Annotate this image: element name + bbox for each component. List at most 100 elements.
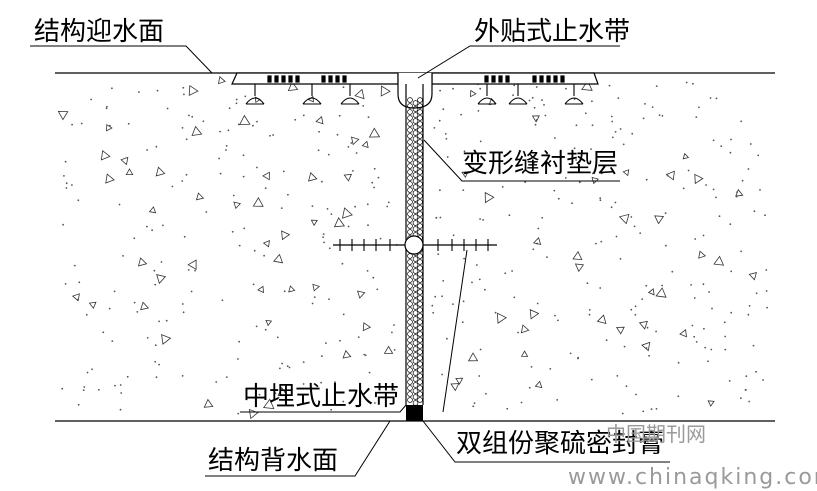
filler-circle xyxy=(417,193,423,199)
embedded-waterstop xyxy=(333,235,497,255)
filler-circle xyxy=(407,187,413,193)
aggregate-triangle xyxy=(572,250,583,261)
filler-circle xyxy=(412,280,419,286)
waterstop-tooth xyxy=(267,75,272,83)
filler-circle xyxy=(407,271,413,277)
leader-joint-filler xyxy=(423,139,620,182)
filler-circle xyxy=(417,115,423,121)
filler-circle xyxy=(407,115,413,121)
leader-face-top xyxy=(30,45,213,74)
aggregate-triangle xyxy=(273,253,284,264)
leader-sealant xyxy=(422,420,670,463)
aggregate-triangle xyxy=(308,172,318,182)
filler-circle xyxy=(412,202,419,208)
filler-circle xyxy=(407,289,413,295)
filler-circle xyxy=(407,217,413,223)
filler-circle xyxy=(417,397,423,403)
filler-circle xyxy=(412,298,419,304)
concrete-aggregate-texture xyxy=(57,76,768,420)
filler-circle xyxy=(417,277,423,283)
aggregate-triangle xyxy=(277,386,288,396)
aggregate-triangle xyxy=(470,89,477,98)
filler-circle xyxy=(407,199,413,205)
aggregate-triangle xyxy=(140,301,150,311)
filler-circle xyxy=(407,163,413,169)
waterstop-anchor-rib xyxy=(564,84,584,105)
aggregate-triangle xyxy=(312,283,320,292)
filler-circle xyxy=(417,367,423,373)
waterstop-tooth xyxy=(491,75,496,83)
filler-circle xyxy=(417,313,423,319)
filler-circle xyxy=(407,103,413,109)
aggregate-triangle xyxy=(529,309,540,320)
aggregate-triangle xyxy=(655,287,667,298)
filler-circle xyxy=(407,193,413,199)
filler-circle xyxy=(417,97,423,103)
waterstop-tooth xyxy=(539,75,544,83)
filler-circle xyxy=(407,169,413,175)
filler-circle xyxy=(407,229,413,235)
aggregate-triangle xyxy=(350,136,360,146)
filler-circle xyxy=(417,133,423,139)
filler-circle xyxy=(407,331,413,337)
aggregate-triangle xyxy=(100,149,111,161)
filler-circle xyxy=(412,286,419,292)
aggregate-triangle xyxy=(496,312,507,324)
filler-circle xyxy=(412,388,419,394)
filler-circle xyxy=(417,379,423,385)
concrete-slab xyxy=(55,72,775,422)
waterstop-tooth xyxy=(342,75,347,83)
leader-lines xyxy=(30,45,670,477)
filler-circle xyxy=(412,382,419,388)
aggregate-triangle xyxy=(125,168,134,176)
filler-circle xyxy=(417,331,423,337)
aggregate-triangle xyxy=(574,263,585,273)
filler-circle xyxy=(407,349,413,355)
aggregate-triangle xyxy=(57,110,69,121)
aggregate-triangle xyxy=(148,206,157,214)
filler-circle xyxy=(407,295,413,301)
filler-circle xyxy=(417,151,423,157)
filler-circle xyxy=(407,337,413,343)
aggregate-triangle xyxy=(654,215,665,225)
filler-circle xyxy=(417,283,423,289)
filler-circle xyxy=(412,334,419,340)
filler-circle xyxy=(417,319,423,325)
filler-circle xyxy=(407,265,413,271)
filler-circle xyxy=(412,340,419,346)
filler-circle xyxy=(407,139,413,145)
aggregate-triangle xyxy=(341,207,353,219)
filler-circle xyxy=(417,295,423,301)
aggregate-triangle xyxy=(281,230,291,241)
aggregate-triangle xyxy=(647,288,655,296)
filler-circle xyxy=(407,181,413,187)
filler-circle xyxy=(417,217,423,223)
filler-circle xyxy=(412,208,419,214)
filler-circle xyxy=(417,145,423,151)
filler-circle xyxy=(407,121,413,127)
filler-circle xyxy=(417,301,423,307)
aggregate-triangle xyxy=(71,293,80,302)
leader-face-bottom xyxy=(205,420,391,477)
waterstop-tooth xyxy=(281,75,286,83)
filler-circle xyxy=(412,364,419,370)
waterstop-tooth xyxy=(295,75,300,83)
filler-circle xyxy=(412,262,419,268)
aggregate-triangle xyxy=(520,324,530,334)
filler-circle xyxy=(412,160,419,166)
filler-circle xyxy=(417,385,423,391)
aggregate-triangle xyxy=(333,217,346,228)
watermark-site-name: 中国期刊网 xyxy=(606,422,706,446)
filler-circle xyxy=(407,211,413,217)
aggregate-triangle xyxy=(361,140,369,149)
filler-circle xyxy=(412,118,419,124)
filler-circle xyxy=(407,385,413,391)
aggregate-triangle xyxy=(380,85,391,97)
filler-circle xyxy=(407,253,413,259)
filler-circle xyxy=(417,163,423,169)
filler-circle xyxy=(412,328,419,334)
filler-circle xyxy=(412,268,419,274)
aggregate-triangle xyxy=(357,290,366,299)
filler-circle xyxy=(417,157,423,163)
aggregate-triangle xyxy=(455,377,464,385)
